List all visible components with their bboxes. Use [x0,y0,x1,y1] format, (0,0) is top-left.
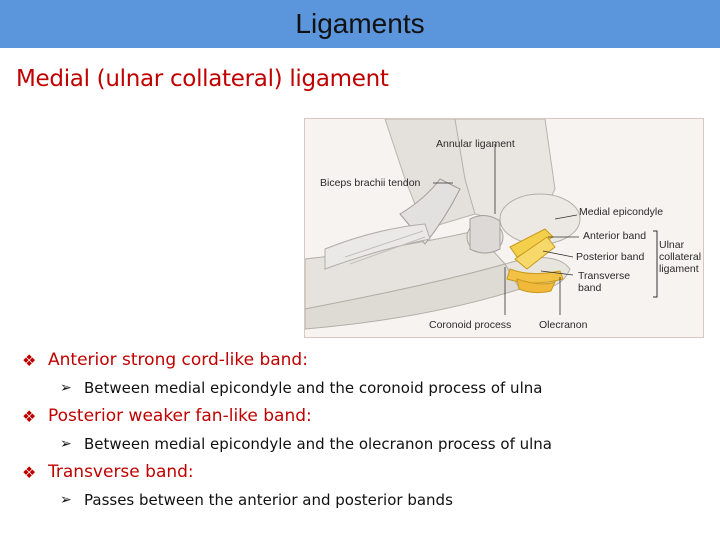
label-ulnar: Ulnar [659,239,685,251]
label-biceps-tendon: Biceps brachii tendon [320,177,421,189]
elbow-ligament-illustration: Annular ligament Biceps brachii tendon M… [304,118,704,338]
bullet-text: Posterior weaker fan-like band: [48,406,312,426]
bullet-item: ❖ Posterior weaker fan-like band: [22,402,712,430]
diamond-bullet-icon: ❖ [22,350,37,370]
label-annular-ligament: Annular ligament [436,138,515,150]
sub-bullet-item: ➢ Passes between the anterior and poster… [22,486,712,514]
subtitle: Medial (ulnar collateral) ligament [16,66,389,92]
bullet-item: ❖ Anterior strong cord-like band: [22,346,712,374]
bullet-text: Transverse band: [48,462,194,482]
sub-bullet-text: Between medial epicondyle and the corono… [84,379,543,397]
sub-bullet-item: ➢ Between medial epicondyle and the coro… [22,374,712,402]
arrowhead-bullet-icon: ➢ [60,380,72,396]
arrowhead-bullet-icon: ➢ [60,436,72,452]
label-coronoid-process: Coronoid process [429,319,512,331]
label-posterior-band: Posterior band [576,251,645,263]
sub-bullet-item: ➢ Between medial epicondyle and the olec… [22,430,712,458]
title-bar: Ligaments [0,0,720,48]
label-ligament: ligament [659,263,699,275]
label-collateral: collateral [659,251,702,263]
label-medial-epicondyle: Medial epicondyle [579,206,664,218]
sub-bullet-text: Between medial epicondyle and the olecra… [84,435,552,453]
bullet-list: ❖ Anterior strong cord-like band: ➢ Betw… [22,346,712,514]
diamond-bullet-icon: ❖ [22,406,37,426]
label-olecranon: Olecranon [539,319,588,331]
sub-bullet-text: Passes between the anterior and posterio… [84,491,453,509]
elbow-drawing [305,119,658,330]
arrowhead-bullet-icon: ➢ [60,492,72,508]
diamond-bullet-icon: ❖ [22,462,37,482]
label-transverse-band: Transverse [578,270,631,282]
label-transverse-band-line2: band [578,282,602,294]
bullet-text: Anterior strong cord-like band: [48,350,308,370]
label-anterior-band: Anterior band [583,230,647,242]
page-title: Ligaments [295,8,425,39]
bullet-item: ❖ Transverse band: [22,458,712,486]
